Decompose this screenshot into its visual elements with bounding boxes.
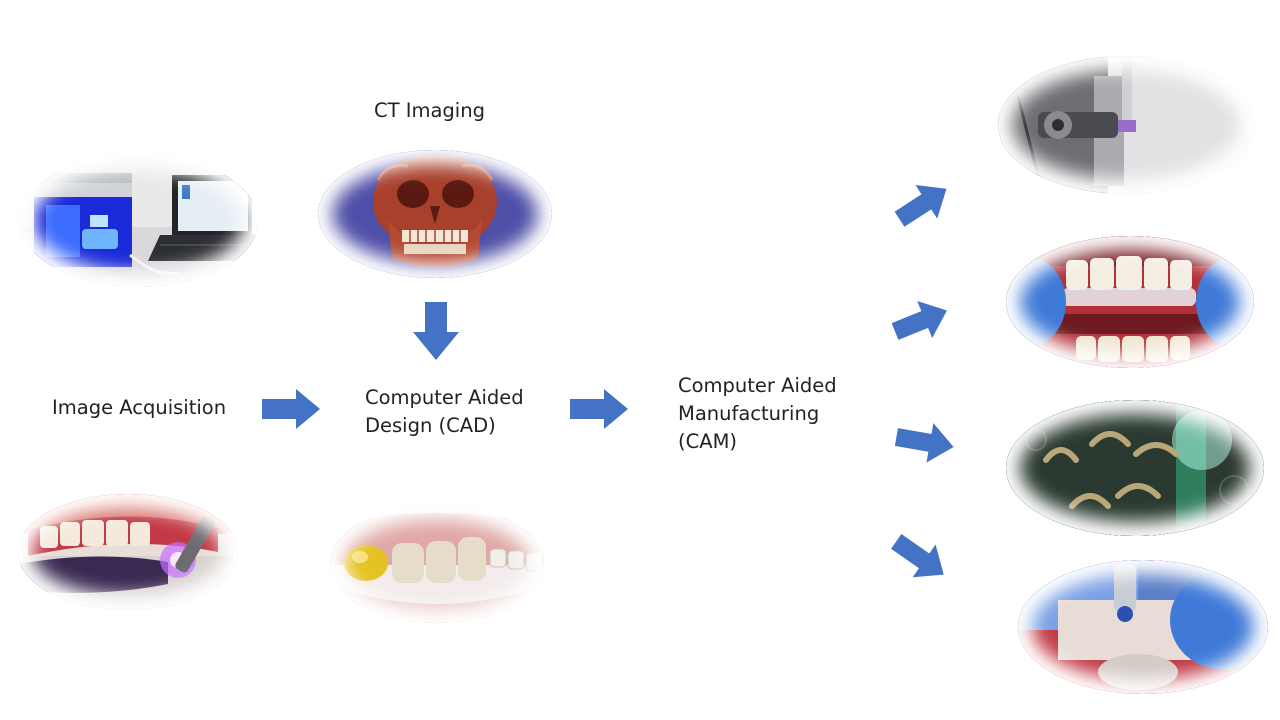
arrow-right-acquisition-to-cad — [262, 389, 320, 429]
cam-label: Computer Aided Manufacturing (CAM) — [678, 372, 837, 456]
cam-label-line-2: Manufacturing — [678, 402, 820, 425]
clear-aligner-fitting-photo — [1006, 236, 1254, 368]
arrow-down-ct-to-cad — [413, 302, 459, 360]
arrow-cam-to-surgery — [885, 525, 955, 591]
ct-imaging-label: CT Imaging — [374, 99, 485, 122]
image-acquisition-label: Image Acquisition — [52, 396, 227, 419]
cad-label: Computer Aided Design (CAD) — [365, 384, 524, 440]
cad-crown-design-photo — [330, 505, 544, 623]
cam-label-line-1: Computer Aided — [678, 374, 837, 397]
cad-label-line-1: Computer Aided — [365, 386, 524, 409]
intraoral-scanner-workstation-photo — [20, 155, 258, 287]
arrow-cam-to-printing — [893, 417, 957, 466]
intraoral-scan-photo — [18, 494, 238, 610]
arrow-cam-to-milling — [889, 172, 958, 236]
arrow-right-cad-to-cam — [570, 389, 628, 429]
milling-machine-photo — [998, 56, 1254, 194]
cam-label-line-3: (CAM) — [678, 430, 737, 453]
3d-printed-aligners-photo — [1006, 400, 1264, 536]
arrow-cam-to-aligner — [888, 292, 955, 350]
ct-skull-render-photo — [318, 150, 552, 278]
implant-surgery-photo — [1018, 560, 1268, 694]
cad-label-line-2: Design (CAD) — [365, 414, 496, 437]
